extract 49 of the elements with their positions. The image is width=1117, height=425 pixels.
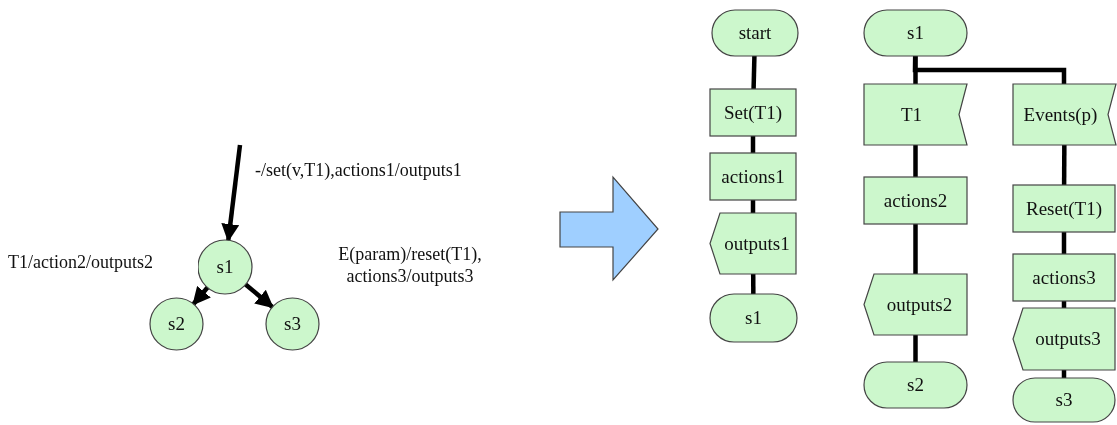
process-box (710, 153, 796, 200)
node-label: actions1 (721, 165, 785, 188)
output-signal-shape (710, 213, 796, 274)
output-signal-shape (864, 274, 967, 335)
terminal-shape (864, 362, 967, 408)
node-label: s2 (168, 313, 185, 335)
terminal-shape (712, 10, 798, 56)
connector-line (750, 274, 756, 294)
arrow (221, 144, 243, 242)
process-box (864, 177, 967, 224)
node-label: s1 (907, 22, 924, 44)
node-label: actions2 (883, 189, 948, 212)
node-label: Set(T1) (723, 101, 782, 124)
state-circle (198, 240, 252, 294)
node-label: outputs2 (885, 293, 953, 316)
node-label: Events(p) (1023, 103, 1099, 126)
node-label: s3 (284, 313, 301, 335)
node-label: s3 (1055, 389, 1073, 411)
connector-line (1061, 232, 1067, 254)
connector-line (751, 55, 757, 90)
state-circle (266, 298, 319, 350)
node-label: Reset(T1) (1026, 197, 1102, 220)
arrow (244, 282, 274, 309)
terminal-shape (1013, 378, 1115, 422)
terminal-shape (864, 10, 967, 56)
node-label: outputs3 (1034, 328, 1101, 350)
connector-line (913, 56, 918, 84)
receive-signal-shape (864, 84, 967, 145)
output-signal-shape (1013, 308, 1115, 370)
node-label: actions3 (1032, 266, 1096, 289)
process-box (1013, 185, 1115, 232)
receive-signal-shape (1013, 84, 1116, 145)
connector-line (913, 224, 918, 274)
process-box (1013, 254, 1115, 301)
node-label: s2 (907, 374, 924, 396)
node-label: s1 (745, 307, 762, 329)
node-label: outputs1 (723, 232, 790, 255)
node-label: start (738, 22, 772, 44)
connector-line (913, 335, 918, 362)
edge-label: T1/action2/outputs2 (8, 252, 198, 274)
state-circle (150, 298, 203, 350)
process-box (710, 89, 796, 136)
node-label: T1 (900, 103, 924, 126)
connector-line (912, 55, 1067, 84)
terminal-shape (710, 294, 797, 342)
connector-line (1061, 145, 1067, 185)
node-label: s1 (216, 256, 234, 278)
connector-line (913, 145, 918, 177)
arrow (191, 285, 211, 306)
